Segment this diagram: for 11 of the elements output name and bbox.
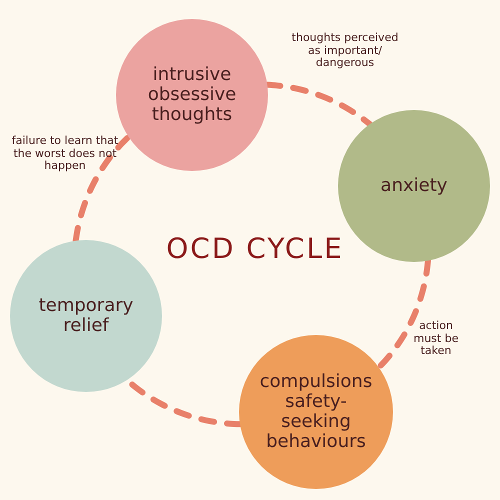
dashed-connector (72, 134, 132, 244)
dashed-connector (264, 82, 373, 128)
edge-label: thoughts perceived as important/ dangerous (290, 32, 400, 70)
stage-label: temporary relief (38, 296, 134, 336)
diagram-title: OCD CYCLE (165, 232, 345, 265)
edge-label: failure to learn that the worst does not happen (10, 135, 120, 173)
stage-label: intrusive obsessive thoughts (146, 65, 238, 125)
edge-label: action must be taken (412, 320, 460, 358)
stage-label: compulsions safety-seeking behaviours (258, 372, 374, 452)
dashed-connector (376, 258, 431, 370)
stage-label: anxiety (380, 176, 448, 196)
